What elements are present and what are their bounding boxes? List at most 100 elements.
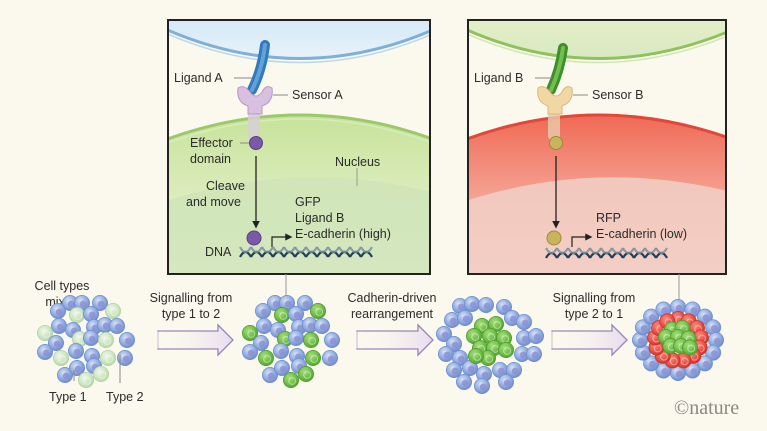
type2-cell xyxy=(100,349,117,366)
type1-cell xyxy=(455,373,472,390)
gfp-cell xyxy=(241,324,258,341)
ligand-a-label: Ligand A xyxy=(174,71,223,85)
type1-cell xyxy=(254,302,271,319)
arrow2-label-line1: Cadherin-driven xyxy=(348,291,437,305)
type1-cell xyxy=(696,355,713,372)
arrow-cadherin-rearrangement xyxy=(350,323,434,357)
type1-cell xyxy=(50,302,67,319)
type1-cell xyxy=(92,294,109,311)
arrow-signalling-1-to-2 xyxy=(150,323,234,357)
effector-b-on-dna-icon xyxy=(546,230,562,246)
mixed-label-line1: Cell types xyxy=(35,279,90,293)
type1-cell xyxy=(670,364,687,381)
type2-cell xyxy=(69,306,86,323)
nucleus xyxy=(168,177,430,274)
arrow2-label-line2: rearrangement xyxy=(351,307,434,321)
type1-cell xyxy=(57,366,74,383)
effector-domain-icon xyxy=(249,136,263,150)
effector-b-icon xyxy=(549,136,563,150)
type1-cell xyxy=(473,377,490,394)
gene-ecadherin-high-label: E-cadherin (high) xyxy=(295,227,391,241)
type1-cell xyxy=(684,301,701,318)
type2-cell xyxy=(78,371,95,388)
sensor-a-label: Sensor A xyxy=(292,88,343,102)
transcription-arrow-icon xyxy=(271,233,293,247)
type1-cell-membrane xyxy=(168,28,430,60)
arrow-signalling-2-to-1 xyxy=(545,323,628,357)
type1-cell xyxy=(505,361,522,378)
type1-cell xyxy=(435,325,452,342)
type1-cell xyxy=(463,295,480,312)
type2-cell xyxy=(53,349,70,366)
type2-cell xyxy=(105,302,122,319)
nucleus-label: Nucleus xyxy=(335,155,380,169)
type1-cell xyxy=(643,308,660,325)
type1-cell xyxy=(68,342,85,359)
type1-label: Type 1 xyxy=(49,390,87,404)
type1-cell xyxy=(696,308,713,325)
type1-cell xyxy=(445,361,462,378)
arrow1-label-line1: Signalling from xyxy=(150,291,233,305)
type1-cell xyxy=(296,294,313,311)
type1-cell xyxy=(255,317,272,334)
cleave-label-line2: and move xyxy=(186,195,241,209)
ligand-b-label: Ligand B xyxy=(474,71,523,85)
type1-cell xyxy=(48,334,65,351)
type1-cell xyxy=(117,349,134,366)
type2-cell xyxy=(98,331,115,348)
type1-cell xyxy=(516,313,533,330)
type1-cell xyxy=(272,342,289,359)
type1-cell xyxy=(655,301,672,318)
sensor-a-icon xyxy=(237,86,273,140)
gene-rfp-label: RFP xyxy=(596,211,621,225)
type1-cell xyxy=(252,334,269,351)
type1-cell xyxy=(62,294,79,311)
type1-cell xyxy=(83,329,100,346)
gene-gfp-label: GFP xyxy=(295,195,321,209)
nature-credit: ©nature xyxy=(674,397,739,419)
type1-cell xyxy=(514,345,531,362)
type1-cell xyxy=(51,317,68,334)
type1-cell xyxy=(497,373,514,390)
sensor-b-label: Sensor B xyxy=(592,88,643,102)
type1-cell xyxy=(495,298,512,315)
type1-cell xyxy=(655,362,672,379)
type1-cell xyxy=(477,296,494,313)
type1-cell xyxy=(313,317,330,334)
panel-a-frame xyxy=(167,19,431,275)
type1-cell xyxy=(684,362,701,379)
panel-a: Ligand A Sensor A Effector domain Nucleu… xyxy=(167,19,431,275)
arrow3-label-line1: Signalling from xyxy=(553,291,636,305)
type1-cell xyxy=(526,345,543,362)
type1-cell xyxy=(461,359,478,376)
gfp-cell xyxy=(257,349,274,366)
gene-ligand-b-label: Ligand B xyxy=(295,211,344,225)
type1-cell xyxy=(456,309,473,326)
arrow3-label-line2: type 2 to 1 xyxy=(565,307,623,321)
cluster-sorted xyxy=(435,295,545,394)
effector-label-line2: domain xyxy=(190,152,231,166)
transcription-arrow-b-icon xyxy=(571,233,593,247)
type1-cell xyxy=(634,319,651,336)
type1-cell xyxy=(97,316,114,333)
type2-cell xyxy=(37,324,54,341)
cluster-type2-green xyxy=(241,294,340,388)
sensor-b-icon xyxy=(537,86,573,140)
type1-cell xyxy=(241,343,258,360)
type1-cell xyxy=(643,355,660,372)
type1-cell xyxy=(37,343,54,360)
cleave-label-line1: Cleave xyxy=(206,179,245,193)
type1-cell xyxy=(323,331,340,348)
type1-cell xyxy=(278,294,295,311)
type1-cell-membrane-region xyxy=(168,20,430,59)
type1-cell xyxy=(74,294,91,311)
gfp-cell xyxy=(467,347,484,364)
type1-cell xyxy=(261,366,278,383)
gene-ecadherin-low-label: E-cadherin (low) xyxy=(596,227,687,241)
gfp-cell xyxy=(273,306,290,323)
cluster-sorted-red-green xyxy=(632,298,725,381)
arrow1-label-line2: type 1 to 2 xyxy=(162,307,220,321)
type2-cell xyxy=(93,365,110,382)
type1-cell xyxy=(321,349,338,366)
